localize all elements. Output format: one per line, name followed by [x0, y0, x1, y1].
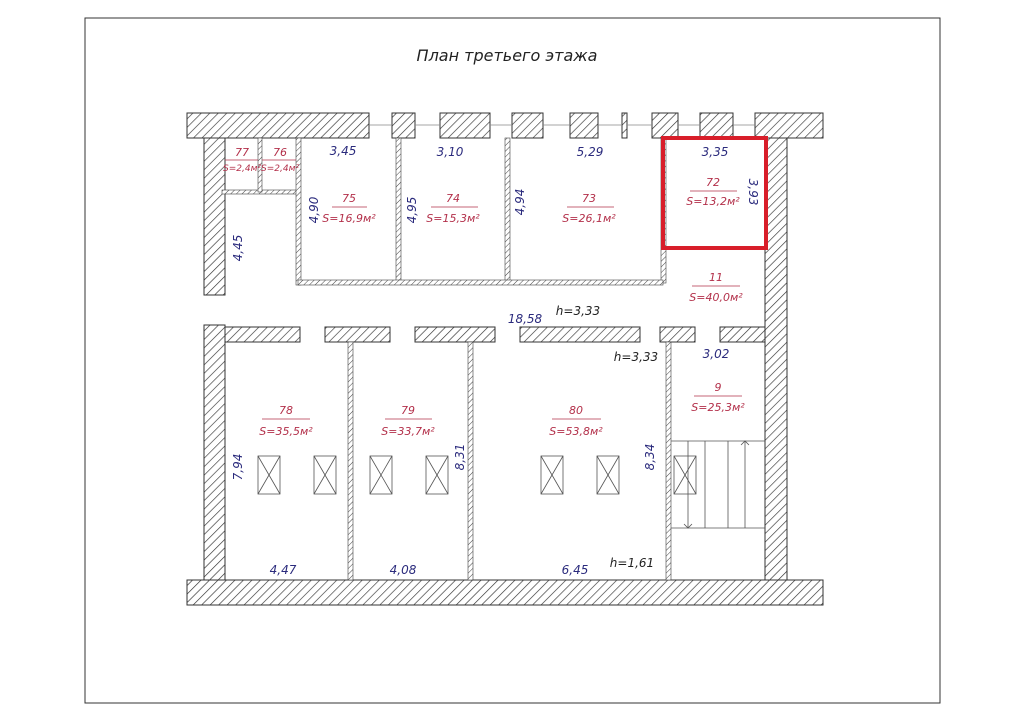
vent-shafts: [257, 455, 620, 495]
plan-label: 8,34: [643, 444, 657, 471]
plan-label: S=26,1м²: [562, 212, 616, 225]
plan-label: 3,93: [746, 179, 760, 206]
plan-label: 3,35: [702, 145, 729, 159]
plan-label: 11: [709, 271, 723, 284]
plan-label: 77: [235, 146, 249, 159]
plan-label: S=16,9м²: [322, 212, 376, 225]
plan-label: h=1,61: [610, 556, 654, 570]
plan-label: S=35,5м²: [259, 425, 313, 438]
plan-label: 3,10: [437, 145, 464, 159]
plan-label: S=15,3м²: [426, 212, 480, 225]
plan-label: 4,90: [307, 196, 321, 223]
plan-label: S=33,7м²: [381, 425, 435, 438]
dimension-labels: 3,45 3,10 5,29 3,35 4,90 4,95 4,94 3,93 …: [231, 144, 760, 577]
room-74: 74S=15,3м²: [426, 192, 480, 225]
plan-label: 75: [342, 192, 356, 205]
plan-label: 80: [569, 404, 583, 417]
room-9: 9S=25,3м²: [691, 381, 745, 414]
plan-label: S=25,3м²: [691, 401, 745, 414]
plan-label: 76: [273, 146, 287, 159]
plan-label: 72: [706, 176, 720, 189]
room-78: 78S=35,5м²: [259, 404, 313, 438]
plan-label: 5,29: [577, 145, 604, 159]
plan-label: 78: [279, 404, 293, 417]
plan-label: 9: [715, 381, 722, 394]
plan-label: 7,94: [231, 454, 245, 481]
plan-label: S=2,4м²: [261, 164, 299, 174]
plan-label: 3,45: [330, 144, 357, 158]
plan-label: 3,02: [703, 347, 730, 361]
room-11: 11S=40,0м²: [689, 271, 743, 304]
plan-label: 73: [582, 192, 596, 205]
plan-label: 4,95: [405, 197, 419, 224]
room-72: 72S=13,2м²: [686, 176, 740, 208]
room-77: 77S=2,4м²: [223, 146, 261, 174]
room-73: 73S=26,1м²: [562, 192, 616, 225]
plan-label: 4,45: [231, 235, 245, 262]
room-79: 79S=33,7м²: [381, 404, 435, 438]
plan-label: S=53,8м²: [549, 425, 603, 438]
plan-label: S=13,2м²: [686, 195, 740, 208]
room-75: 75S=16,9м²: [322, 192, 376, 225]
outer-walls: [186, 112, 824, 606]
plan-label: 79: [401, 404, 415, 417]
plan-label: S=2,4м²: [223, 164, 261, 174]
plan-label: 18,58: [508, 312, 543, 326]
plan-label: 74: [446, 192, 460, 205]
room-76: 76S=2,4м²: [261, 146, 299, 174]
plan-label: 8,31: [453, 444, 467, 471]
plan-label: h=3,33: [614, 350, 658, 364]
plan-title: План третьего этажа: [417, 46, 598, 65]
staircase: [671, 440, 765, 529]
plan-label: 6,45: [562, 563, 589, 577]
drawing-frame: [84, 17, 941, 704]
room-80: 80S=53,8м²: [549, 404, 603, 438]
highlighted-room-72[interactable]: [661, 136, 768, 250]
plan-label: h=3,33: [556, 304, 600, 318]
room-labels: 77S=2,4м² 76S=2,4м² 75S=16,9м² 74S=15,3м…: [223, 146, 745, 438]
plan-label: 4,94: [513, 189, 527, 216]
plan-label: 4,08: [390, 563, 417, 577]
plan-label: 4,47: [270, 563, 297, 577]
plan-label: S=40,0м²: [689, 291, 743, 304]
